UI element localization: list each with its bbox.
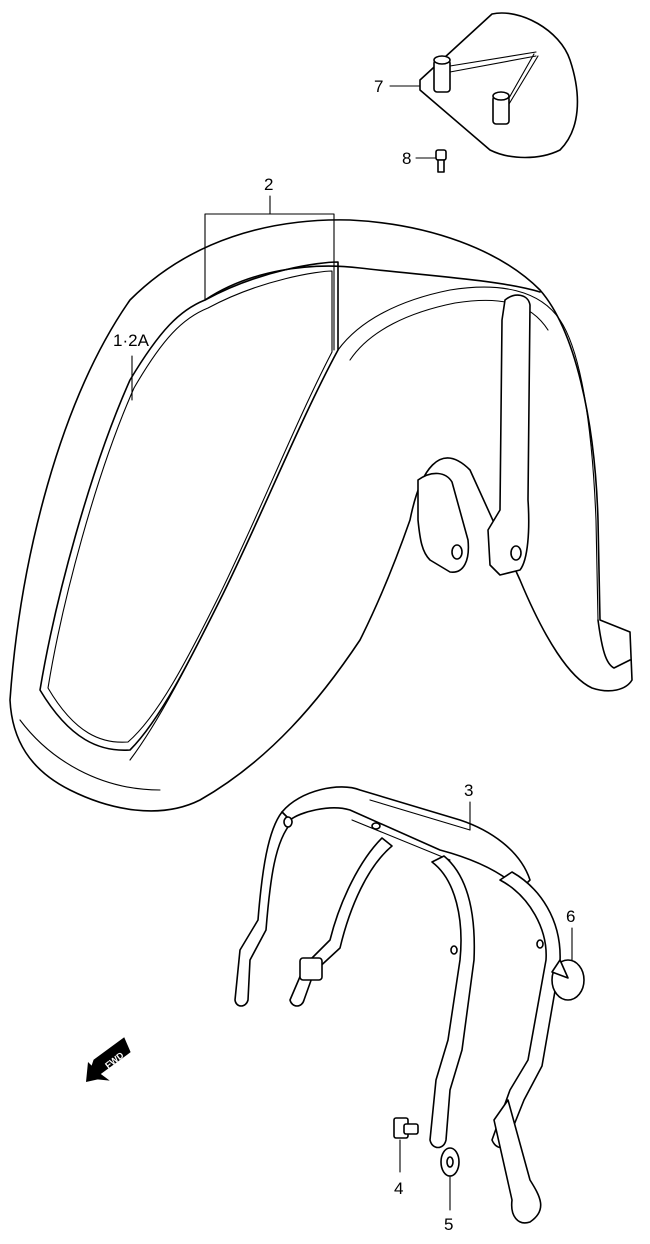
part-6-cap [551,959,585,1001]
callout-8: 8 [402,149,411,168]
leader-lines [131,85,573,1211]
front-fender [9,219,633,812]
part-3-brace [234,786,561,1224]
part-5-washer [440,1147,460,1177]
callout-4: 4 [394,1179,403,1198]
callout-7: 7 [374,77,383,96]
callout-3: 3 [464,781,473,800]
part-8-bolt [435,149,447,173]
forward-arrow-icon: FWD [86,1037,131,1082]
callout-5: 5 [444,1215,453,1234]
part-4-bolt [393,1117,419,1139]
callout-2: 2 [264,175,273,194]
callout-6: 6 [566,907,575,926]
part-7-cover [419,12,579,159]
callout-1-2a: 1·2A [113,331,150,350]
